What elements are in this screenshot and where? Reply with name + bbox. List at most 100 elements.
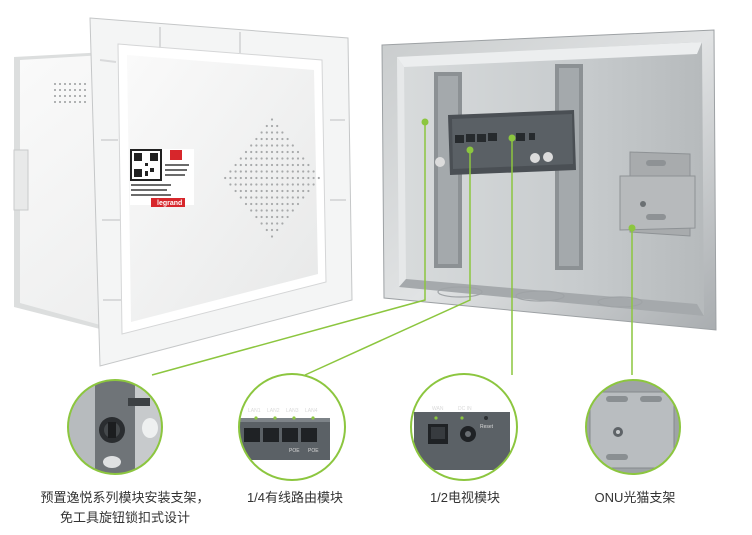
vent-hole [281, 215, 284, 219]
vent-hole [250, 176, 253, 180]
vent-hole [270, 183, 274, 186]
vent-hole [270, 170, 274, 173]
vent-hole [265, 163, 268, 167]
vent-hole [260, 189, 263, 193]
feature-caption-bracket-line2: 免工具旋钮锁扣式设计 [59, 510, 190, 525]
vent-hole [270, 202, 274, 206]
vent-hole [260, 150, 263, 154]
vent-hole [281, 144, 284, 147]
vent-hole [296, 170, 300, 173]
brand-name: legrand [157, 200, 182, 207]
vent-hole [260, 183, 263, 186]
vent-hole [276, 176, 279, 180]
vent-hole [276, 189, 279, 193]
vent-hole [255, 189, 258, 193]
vent-hole [270, 196, 274, 199]
vent-hole [276, 209, 279, 212]
dc-in-label: DC IN [458, 406, 472, 412]
vent-hole [291, 196, 294, 199]
vent-hole [244, 163, 248, 167]
vent-hole [255, 144, 258, 147]
vent-hole [286, 176, 289, 180]
vent-hole [291, 189, 294, 193]
vent-hole [244, 150, 248, 154]
vent-hole [276, 124, 279, 128]
vent-hole [260, 222, 263, 225]
vent-hole [234, 163, 237, 167]
vent-hole [302, 176, 305, 180]
vent-hole [312, 170, 315, 173]
vent-dots-small [54, 83, 86, 103]
vent-hole [276, 137, 279, 141]
vent-hole [229, 183, 232, 186]
vent-hole [250, 209, 253, 212]
vent-hole [239, 163, 242, 167]
vent-hole [255, 157, 258, 160]
vent-hole [291, 157, 294, 160]
vent-hole [265, 222, 268, 225]
vent-hole [265, 202, 268, 206]
vent-hole [270, 228, 274, 232]
vent-hole [265, 196, 268, 199]
vent-hole [270, 150, 274, 154]
vent-hole [239, 183, 242, 186]
vent-hole [281, 222, 284, 225]
vent-hole [260, 144, 263, 147]
vent-hole [296, 163, 300, 167]
vent-hole [255, 137, 258, 141]
vent-hole [265, 131, 268, 134]
vent-diamond [224, 118, 320, 238]
vent-hole [265, 144, 268, 147]
vent-hole [265, 170, 268, 173]
port-label-2: LAN2 [267, 408, 280, 414]
vent-hole [250, 189, 253, 193]
vent-hole [296, 183, 300, 186]
vent-hole [276, 215, 279, 219]
vent-hole [234, 176, 237, 180]
vent-hole [255, 202, 258, 206]
legrand-logo [151, 198, 185, 207]
vent-hole [255, 170, 258, 173]
vent-hole [291, 202, 294, 206]
vent-hole [270, 222, 274, 225]
product-label: legrand [130, 149, 194, 207]
vent-hole [265, 157, 268, 160]
vent-hole [291, 209, 294, 212]
detail-tv-module: WAN DC IN Reset [410, 373, 518, 481]
feature-caption-bracket-line1: 预置逸悦系列模块安装支架， [40, 490, 210, 505]
vent-hole [255, 150, 258, 154]
port-label-4: LAN4 [305, 408, 318, 414]
vent-hole [244, 202, 248, 206]
vent-hole [276, 222, 279, 225]
vent-hole [281, 163, 284, 167]
vent-hole [302, 157, 305, 160]
vent-hole [302, 183, 305, 186]
vent-hole [239, 196, 242, 199]
vent-hole [260, 157, 263, 160]
vent-hole [270, 124, 274, 128]
feature-caption-router: 1/4有线路由模块 [246, 490, 344, 505]
vent-hole [270, 215, 274, 219]
vent-hole [265, 124, 268, 128]
vent-hole [276, 202, 279, 206]
vent-hole [255, 215, 258, 219]
vent-hole [276, 228, 279, 232]
vent-hole [286, 189, 289, 193]
vent-hole [270, 189, 274, 193]
vent-hole [250, 196, 253, 199]
vent-hole [281, 137, 284, 141]
vent-hole [302, 163, 305, 167]
vent-hole [260, 196, 263, 199]
vent-hole [286, 137, 289, 141]
vent-hole [281, 209, 284, 212]
vent-hole [260, 176, 263, 180]
vent-hole [302, 196, 305, 199]
vent-hole [255, 209, 258, 212]
vent-hole [312, 183, 315, 186]
vent-hole [307, 170, 310, 173]
vent-hole [255, 163, 258, 167]
vent-hole [286, 196, 289, 199]
vent-hole [312, 176, 315, 180]
vent-hole [291, 150, 294, 154]
vent-hole [250, 144, 253, 147]
